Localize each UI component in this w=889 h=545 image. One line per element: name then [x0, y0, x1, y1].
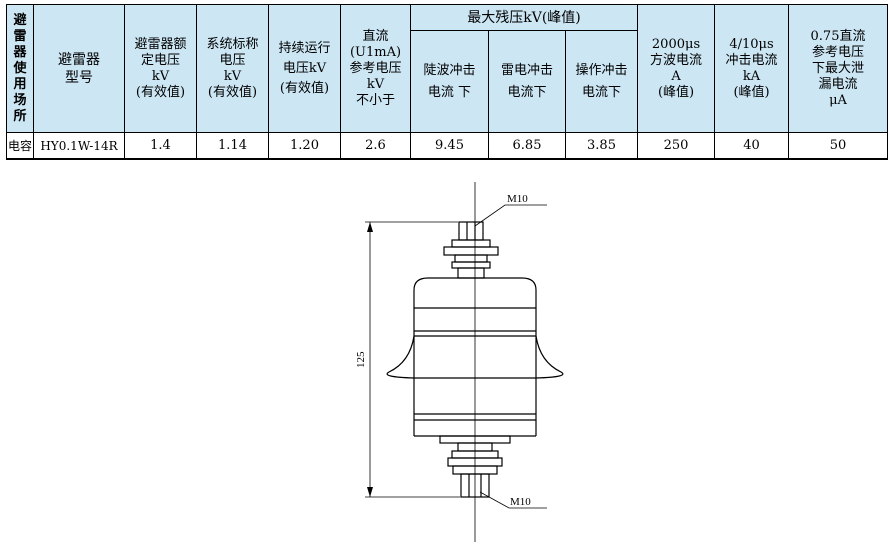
- table-row: 电容 HY0.1W-14R 1.4 1.14 1.20 2.6 9.45 6.8…: [6, 132, 889, 160]
- cell-usage: 电容: [6, 132, 34, 160]
- header-steep-wave: 陡波冲击电流 下: [410, 30, 489, 133]
- cell-switching: 3.85: [564, 132, 639, 160]
- body-top: [413, 277, 537, 309]
- cell-lightning: 6.85: [488, 132, 566, 160]
- top-leader: [474, 204, 547, 227]
- header-lightning: 雷电冲击电流下: [488, 30, 566, 133]
- cell-continuous-voltage: 1.20: [268, 132, 341, 160]
- top-nut: [451, 239, 491, 248]
- top-bolt-head: [458, 221, 484, 241]
- cell-rated-voltage: 1.4: [124, 132, 197, 160]
- header-continuous-voltage: 持续运行电压kV(有效值): [268, 4, 341, 133]
- top-thread-label: M10: [507, 193, 528, 205]
- header-usage: 避雷器使用场所: [6, 4, 34, 133]
- cell-steep-wave: 9.45: [410, 132, 489, 160]
- header-model: 避雷器型号: [33, 4, 125, 133]
- cell-leakage: 50: [788, 132, 889, 160]
- cell-square-wave: 250: [637, 132, 716, 160]
- skirt-right: [535, 335, 564, 379]
- header-switching: 操作冲击电流下: [564, 30, 639, 133]
- skirt-left: [386, 335, 415, 379]
- height-dimension-label: 125: [355, 351, 367, 368]
- header-residual-group: 最大残压kV(峰值): [409, 4, 639, 31]
- bottom-leader: [479, 491, 547, 509]
- bottom-bolt: [460, 473, 490, 498]
- cell-impulse-current: 40: [714, 132, 790, 160]
- top-washer: [443, 246, 499, 256]
- bottom-thread-label: M10: [510, 496, 531, 508]
